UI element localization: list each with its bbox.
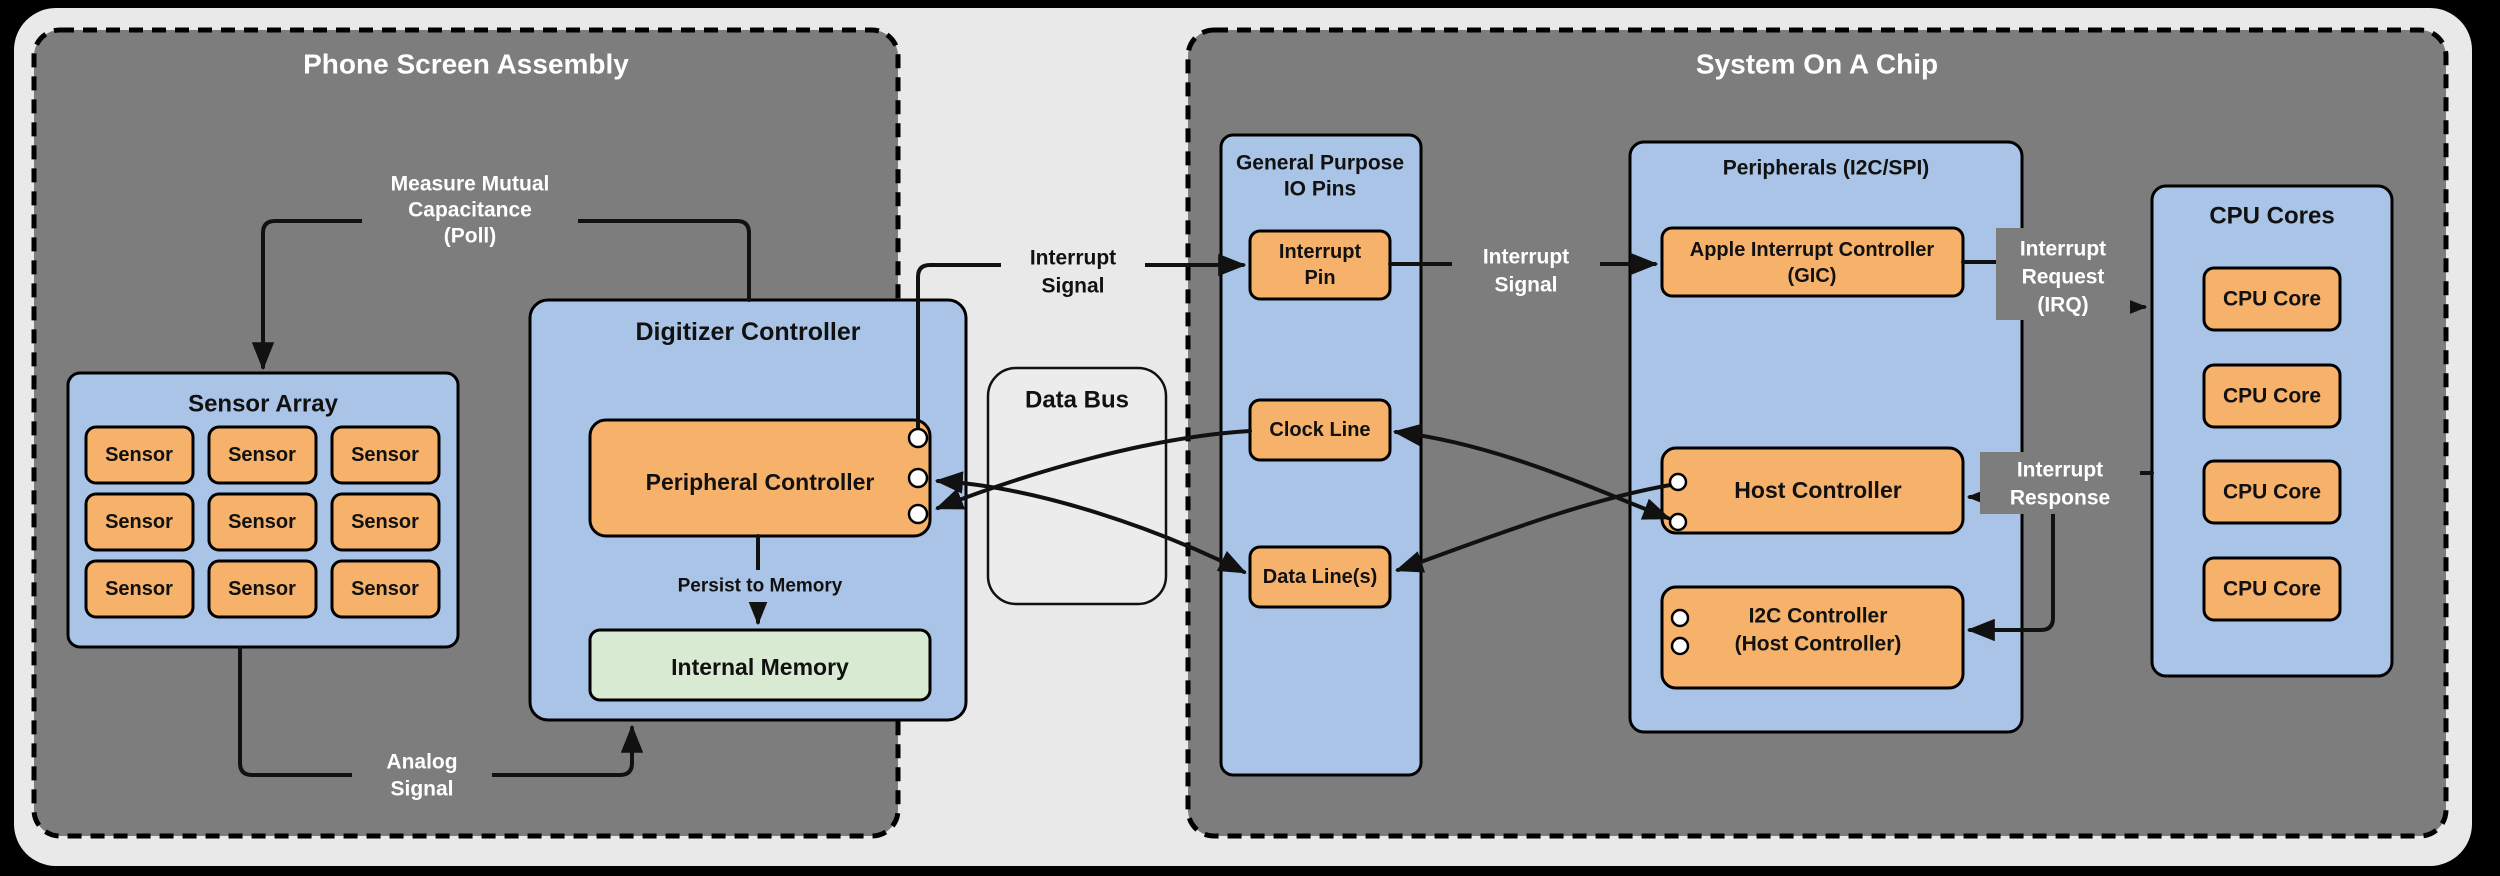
- i2c-line1: I2C Controller: [1749, 605, 1888, 628]
- irq-label-line2: Request: [2022, 266, 2105, 289]
- interrupt-signal-right-plate: [1452, 234, 1600, 298]
- poll-label-line2: Capacitance: [408, 199, 532, 222]
- phone-assembly-title: Phone Screen Assembly: [303, 49, 629, 80]
- interrupt-signal-right-line2: Signal: [1494, 274, 1557, 297]
- sensor-cell: [330, 559, 441, 619]
- cpu-core-label: CPU Core: [2223, 288, 2321, 311]
- cpu-core-label: CPU Core: [2223, 481, 2321, 504]
- persist-label-plate: [672, 570, 848, 602]
- edge-clock-host-bidirectional: [1392, 423, 1671, 520]
- irq-label-line1: Interrupt: [2020, 238, 2106, 261]
- sensor-cell: [330, 492, 441, 552]
- data-bus-box: Data Bus: [986, 366, 1168, 606]
- interrupt-signal-right-line1: Interrupt: [1483, 246, 1569, 269]
- sensor-label: Sensor: [351, 444, 419, 466]
- edge-interrupt-response-i2c: [1966, 495, 2055, 642]
- gic-line1: Apple Interrupt Controller: [1690, 239, 1935, 261]
- i2c-port-lower: [1670, 636, 1690, 656]
- edge-interrupt-signal-to-pin: [916, 253, 1247, 440]
- soc-title: System On A Chip: [1696, 49, 1938, 80]
- response-label-line1: Interrupt: [2017, 459, 2103, 482]
- internal-memory-rect: [588, 628, 932, 702]
- analog-label-plate: [352, 744, 492, 806]
- i2c-controller-rect: [1660, 585, 1965, 690]
- poll-label-line3: (Poll): [444, 225, 497, 248]
- sensor-cell: [84, 425, 195, 485]
- cpu-cores-title: CPU Cores: [2209, 203, 2334, 230]
- sensor-cell: [207, 425, 318, 485]
- cpu-core-label: CPU Core: [2223, 385, 2321, 408]
- analog-label-line1: Analog: [386, 751, 457, 774]
- digitizer-controller-box: Digitizer Controller Peripheral Controll…: [528, 298, 968, 722]
- interrupt-signal-left-line2: Signal: [1041, 275, 1104, 298]
- interrupt-signal-left-line1: Interrupt: [1030, 247, 1116, 270]
- sensor-array-box: Sensor Array Sensor Sensor Sensor Sensor…: [66, 371, 460, 649]
- digitizer-title: Digitizer Controller: [635, 318, 860, 346]
- sensor-label: Sensor: [228, 578, 296, 600]
- host-port-lower: [1668, 512, 1688, 532]
- response-label-plate: [1980, 452, 2140, 514]
- host-port-upper: [1668, 472, 1688, 492]
- internal-memory-label: Internal Memory: [671, 654, 849, 680]
- sensor-label: Sensor: [351, 578, 419, 600]
- i2c-line2: (Host Controller): [1735, 633, 1902, 656]
- analog-label-line2: Signal: [390, 778, 453, 801]
- sensor-cell: [84, 559, 195, 619]
- gic-line2: (GIC): [1788, 265, 1837, 287]
- peripheral-port-interrupt: [907, 427, 929, 449]
- data-lines-rect: [1248, 545, 1392, 609]
- sensor-label: Sensor: [105, 578, 173, 600]
- data-bus-title: Data Bus: [1025, 387, 1129, 414]
- interrupt-pin-line1: Interrupt: [1279, 241, 1362, 263]
- sensor-array-title: Sensor Array: [188, 391, 339, 418]
- peripherals-title: Peripherals (I2C/SPI): [1723, 157, 1930, 180]
- gpio-title-line1: General Purpose: [1236, 152, 1404, 175]
- gpio-box: General Purpose IO Pins Interrupt Pin Cl…: [1219, 133, 1423, 777]
- sensor-label: Sensor: [351, 511, 419, 533]
- cpu-core-rect: [2202, 266, 2342, 332]
- irq-label-plate: [1996, 228, 2130, 320]
- peripheral-port-data: [907, 467, 929, 489]
- cpu-core-rect: [2202, 363, 2342, 429]
- cpu-cores-box: CPU Cores CPU Core CPU Core CPU Core CPU…: [2150, 184, 2394, 678]
- gpio-title-line2: IO Pins: [1284, 178, 1356, 201]
- sensor-label: Sensor: [105, 444, 173, 466]
- clock-line-label: Clock Line: [1269, 419, 1370, 441]
- edge-data-bidirectional-left: [934, 471, 1247, 574]
- sensor-cell: [84, 492, 195, 552]
- sensor-cell: [207, 492, 318, 552]
- host-controller-label: Host Controller: [1734, 477, 1901, 503]
- i2c-port-upper: [1670, 608, 1690, 628]
- sensor-cell: [207, 559, 318, 619]
- peripheral-port-clock: [907, 503, 929, 525]
- response-label-line2: Response: [2010, 487, 2110, 510]
- peripheral-controller-label: Peripheral Controller: [646, 469, 875, 495]
- interrupt-pin-line2: Pin: [1304, 267, 1335, 289]
- sensor-label: Sensor: [228, 511, 296, 533]
- poll-label-plate: [362, 166, 578, 252]
- cpu-core-rect: [2202, 459, 2342, 525]
- sensor-label: Sensor: [228, 444, 296, 466]
- persist-label: Persist to Memory: [678, 576, 843, 597]
- data-lines-label: Data Line(s): [1263, 566, 1377, 588]
- poll-label-line1: Measure Mutual: [391, 173, 550, 196]
- cpu-core-rect: [2202, 556, 2342, 622]
- cpu-core-label: CPU Core: [2223, 578, 2321, 601]
- sensor-label: Sensor: [105, 511, 173, 533]
- interrupt-signal-left-plate: [1001, 240, 1145, 302]
- sensor-cell: [330, 425, 441, 485]
- irq-label-line3: (IRQ): [2037, 294, 2088, 317]
- peripherals-box: Peripherals (I2C/SPI) Apple Interrupt Co…: [1628, 140, 2024, 734]
